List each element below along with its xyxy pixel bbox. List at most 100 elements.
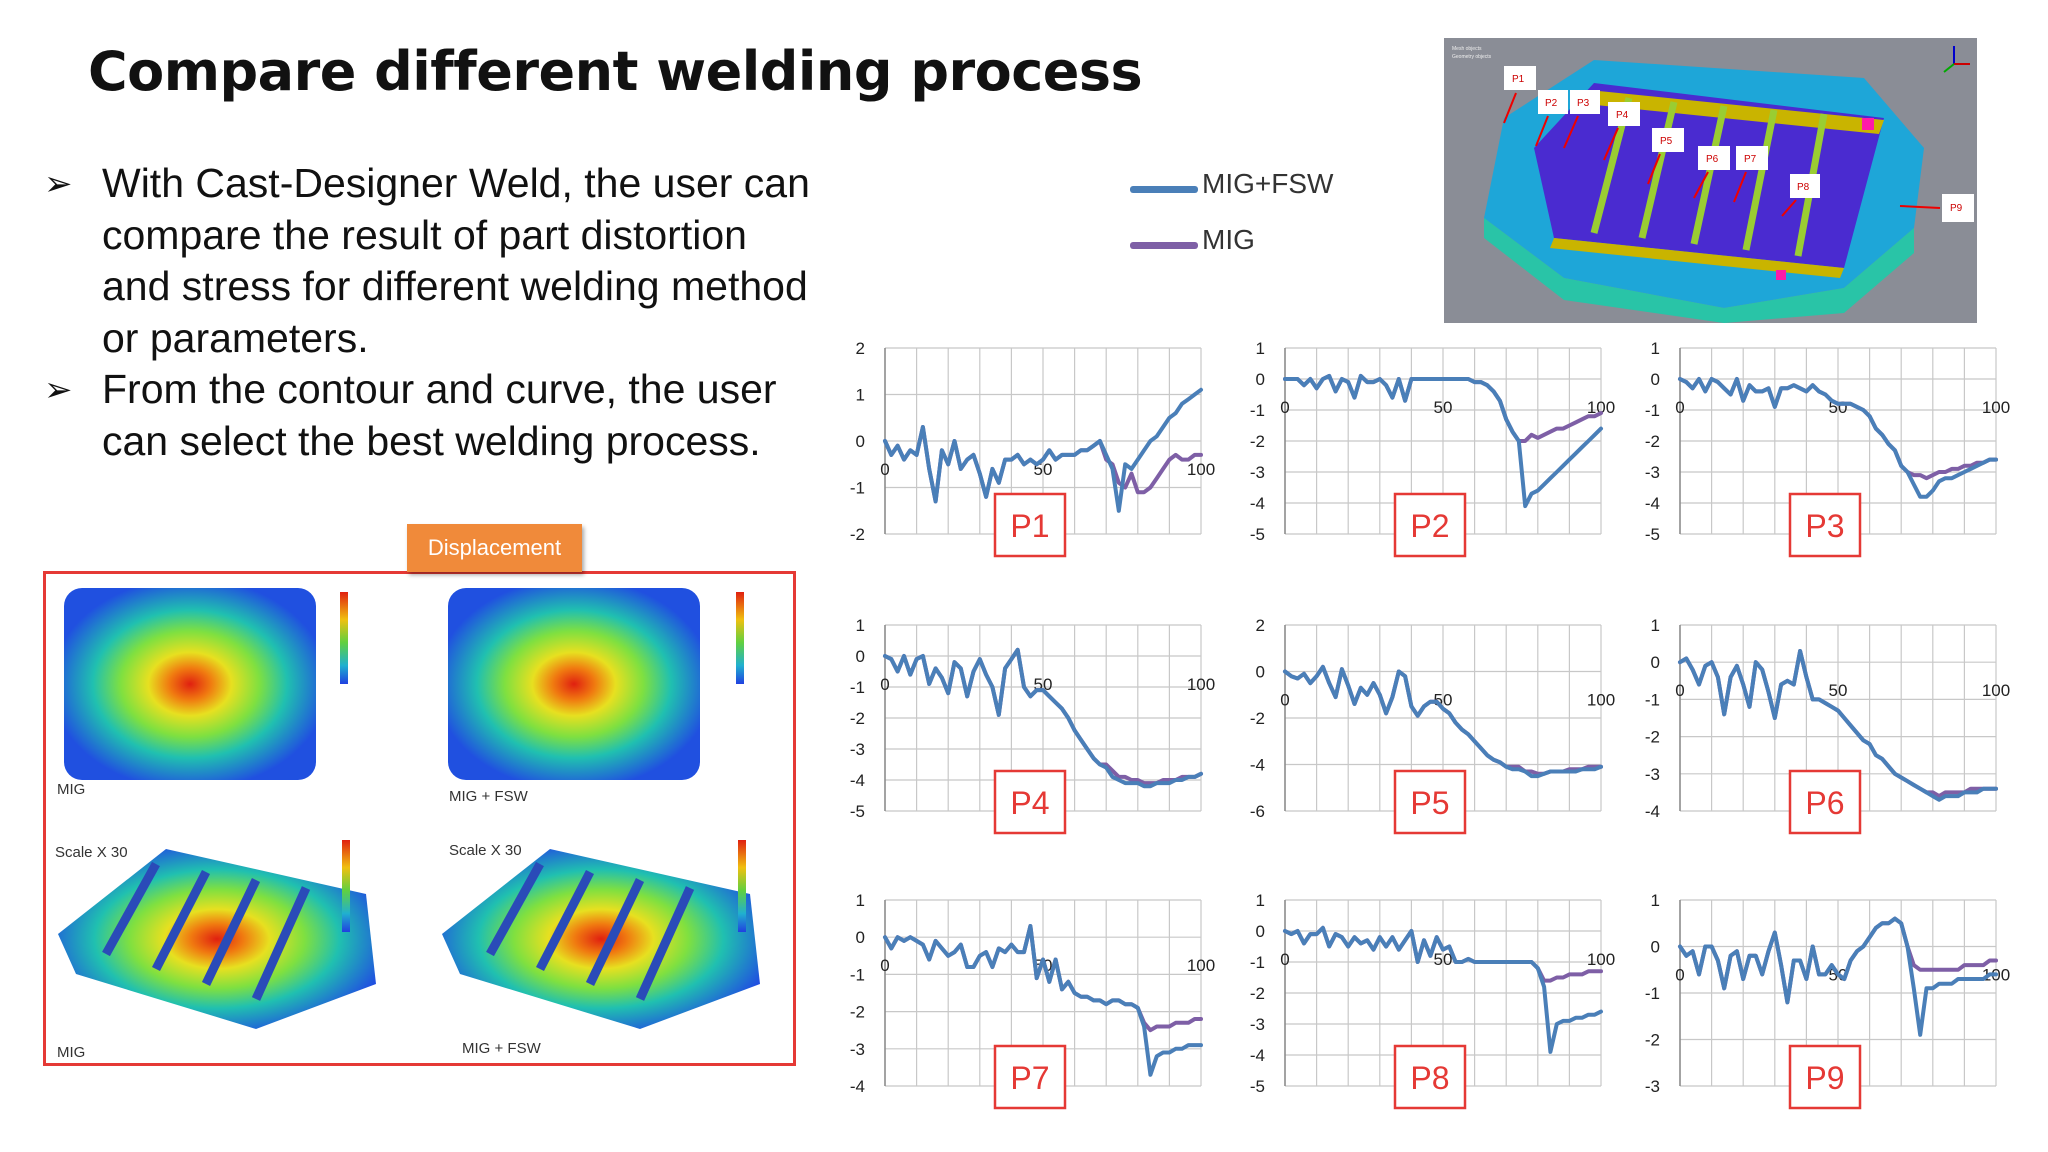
bullet-2: ➢ From the contour and curve, the user c… xyxy=(44,364,874,467)
series-line-mig-fsw xyxy=(1678,377,1998,499)
y-tick-label: 2 xyxy=(1256,616,1265,635)
probe-p5: P5 xyxy=(1652,128,1684,152)
quad-label-4: MIG + FSW xyxy=(462,1040,541,1057)
probe-p8: P8 xyxy=(1790,174,1820,198)
chart-title-box xyxy=(993,492,1067,558)
x-tick-label: 0 xyxy=(880,675,889,694)
x-tick-label: 50 xyxy=(1434,398,1453,417)
y-tick-label: 1 xyxy=(856,386,865,405)
svg-text:P2: P2 xyxy=(1545,98,1558,109)
y-tick-label: -1 xyxy=(1250,401,1265,420)
y-tick-label: 0 xyxy=(1651,653,1660,672)
bullet-2-line-1: From the contour and curve, the user xyxy=(102,366,777,412)
y-tick-label: -4 xyxy=(850,771,865,790)
chart-title-box xyxy=(1788,1044,1862,1110)
chart-title-box xyxy=(993,1044,1067,1110)
y-tick-label: 1 xyxy=(1651,891,1660,910)
chart-title: P4 xyxy=(1010,785,1049,821)
probe-p2: P2 xyxy=(1538,90,1568,114)
y-tick-label: -1 xyxy=(850,479,865,498)
x-tick-label: 0 xyxy=(880,956,889,975)
bullet-1-line-4: or parameters. xyxy=(102,314,369,361)
y-tick-label: 0 xyxy=(856,647,865,666)
y-tick-label: -4 xyxy=(1250,756,1265,775)
y-tick-label: -3 xyxy=(1645,1077,1660,1096)
quad-scale-4: Scale X 30 xyxy=(449,842,522,859)
chart-title-box xyxy=(993,769,1067,835)
svg-text:P8: P8 xyxy=(1797,182,1810,193)
y-tick-label: -2 xyxy=(1645,432,1660,451)
x-tick-label: 100 xyxy=(1187,460,1215,479)
x-tick-label: 0 xyxy=(1280,950,1289,969)
y-tick-label: 0 xyxy=(856,928,865,947)
y-tick-label: -5 xyxy=(1250,525,1265,544)
chart-title-box xyxy=(1393,769,1467,835)
quad-label-2: MIG + FSW xyxy=(449,788,528,805)
y-tick-label: 1 xyxy=(1256,339,1265,358)
x-tick-label: 100 xyxy=(1587,398,1615,417)
y-tick-label: -5 xyxy=(1645,525,1660,544)
x-tick-label: 0 xyxy=(1675,966,1684,985)
y-tick-label: -3 xyxy=(1645,463,1660,482)
series-line-mig-fsw xyxy=(1678,649,1998,802)
svg-text:P6: P6 xyxy=(1706,154,1719,165)
chart-title: P6 xyxy=(1805,785,1844,821)
bullet-arrow-icon: ➢ xyxy=(44,165,73,203)
y-tick-label: -3 xyxy=(850,740,865,759)
y-tick-label: 0 xyxy=(1256,370,1265,389)
x-tick-label: 0 xyxy=(880,460,889,479)
x-tick-label: 0 xyxy=(1675,681,1684,700)
y-tick-label: -1 xyxy=(850,965,865,984)
y-tick-label: -3 xyxy=(850,1040,865,1059)
bullet-1-line-1: With Cast-Designer Weld, the user can xyxy=(102,160,810,206)
legend-label-mig-fsw: MIG+FSW xyxy=(1202,168,1334,199)
probe-p9: P9 xyxy=(1942,194,1974,222)
axis-triad-icon xyxy=(1943,46,1970,73)
bullet-arrow-icon: ➢ xyxy=(44,371,73,409)
model-3d-view: Mesh objects Geometry objects P1 P2 P3 P… xyxy=(1444,38,1977,323)
svg-text:P5: P5 xyxy=(1660,136,1673,147)
series-line-mig-fsw xyxy=(883,387,1203,513)
y-tick-label: -3 xyxy=(1250,463,1265,482)
y-tick-label: -4 xyxy=(1250,494,1265,513)
gridlines xyxy=(1284,347,1602,535)
y-tick-label: 1 xyxy=(856,616,865,635)
chart-title: P9 xyxy=(1805,1060,1844,1096)
chart-title: P1 xyxy=(1010,508,1049,544)
y-tick-label: -6 xyxy=(1250,802,1265,821)
chart-title: P7 xyxy=(1010,1060,1049,1096)
y-tick-label: -2 xyxy=(1645,728,1660,747)
series-line-mig-fsw xyxy=(1283,925,1603,1054)
y-tick-label: -2 xyxy=(1250,432,1265,451)
y-tick-label: 0 xyxy=(1651,370,1660,389)
y-tick-label: -3 xyxy=(1645,765,1660,784)
contour-mig-3d xyxy=(58,840,376,1029)
quad-label-1: MIG xyxy=(57,781,86,798)
displacement-panel: MIG MIG + FSW Scale X 30 Scale X 30 MIG … xyxy=(43,571,796,1066)
chart-title-box xyxy=(1788,492,1862,558)
probe-p7: P7 xyxy=(1736,146,1768,170)
gridlines xyxy=(1679,347,1997,535)
x-tick-label: 100 xyxy=(1587,950,1615,969)
slide-title: Compare different welding process xyxy=(88,40,1143,103)
x-tick-label: 100 xyxy=(1587,691,1615,710)
quad-label-3: MIG xyxy=(57,1044,86,1061)
y-tick-label: -1 xyxy=(850,678,865,697)
y-tick-label: -2 xyxy=(1250,709,1265,728)
x-tick-label: 0 xyxy=(1280,398,1289,417)
x-tick-label: 50 xyxy=(1434,950,1453,969)
y-tick-label: -1 xyxy=(1645,984,1660,1003)
x-tick-label: 0 xyxy=(1280,691,1289,710)
y-tick-label: -5 xyxy=(850,802,865,821)
